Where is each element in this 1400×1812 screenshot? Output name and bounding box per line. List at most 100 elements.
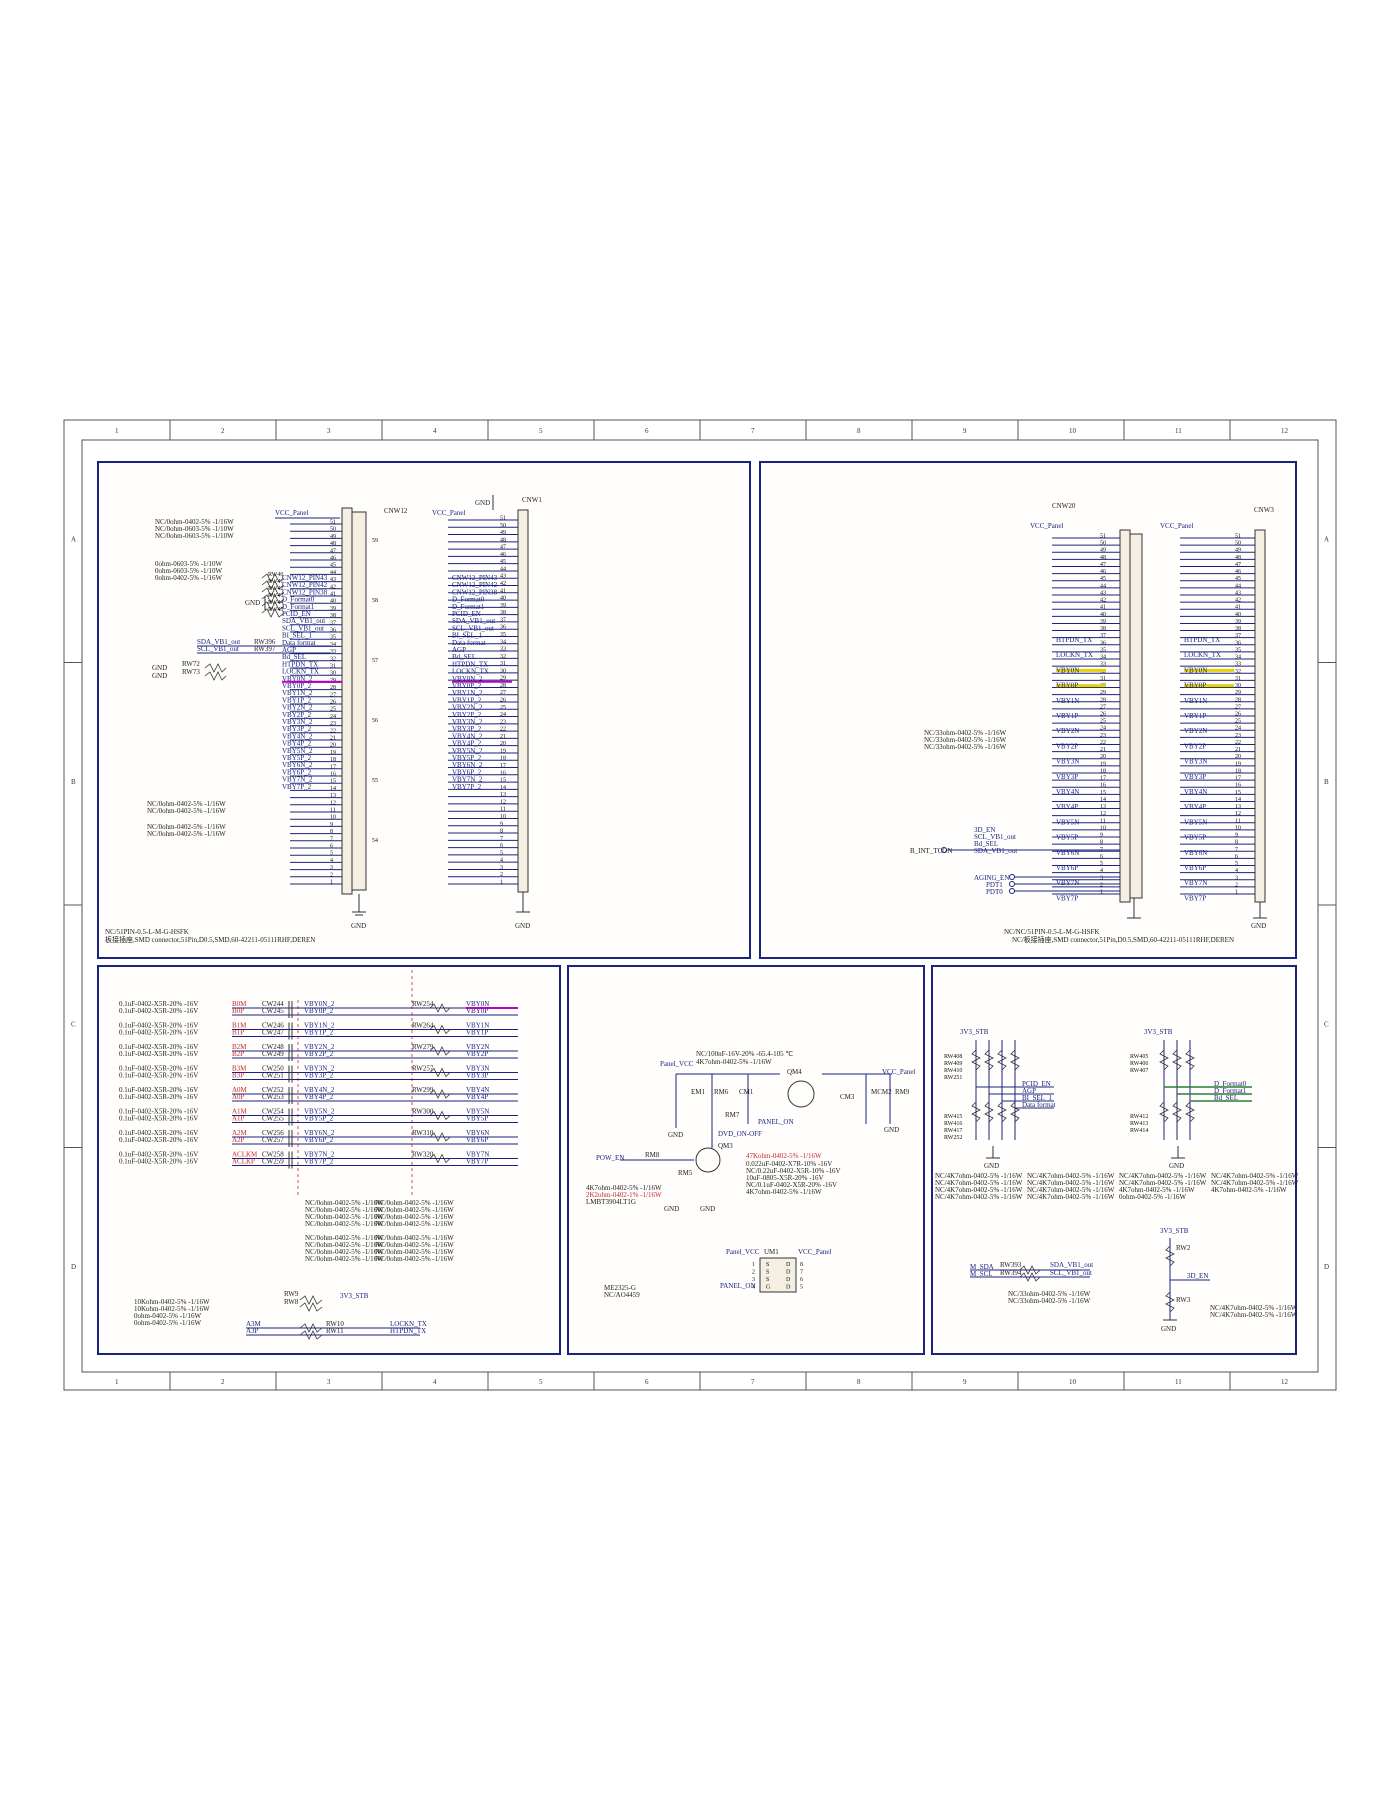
pin-number: 27 [330,692,336,698]
net-label: VBY0P [466,1007,488,1015]
pin-number: 35 [1100,647,1106,653]
pin-number: 16 [1100,783,1106,789]
ref-rw3: RW3 [1176,1296,1191,1304]
note: 0ohm-0603-5% -1/10W [155,560,222,568]
resistor [1172,1049,1182,1071]
ref-rw397: RW397 [254,645,276,653]
pin-number: 30 [330,671,336,677]
net-label: VBY4N [466,1086,489,1094]
net-label: VBY3P [1056,773,1078,781]
net-label: VBY5P [466,1115,488,1123]
pin-number: 46 [1100,569,1106,575]
net-label: HTPDN_TX [1184,636,1220,644]
resistor [429,1153,451,1164]
pin-number: 49 [330,534,336,540]
net-label: VBY7N [1056,879,1079,887]
pin-number: 49 [1100,548,1106,554]
note: NC/4K7ohm-0402-5% -1/16W [1119,1172,1207,1180]
net-label: VBY2N [466,1043,489,1051]
gnd-label: GND [475,499,490,507]
net-sda: SDA_VB1_out [197,638,240,646]
pin-number: 22 [500,727,506,733]
net-label: VBY0N_2 [282,675,313,683]
pin-number: 22 [1100,740,1106,746]
zone-col-label: 8 [857,427,861,435]
pin-number: 31 [330,664,336,670]
part-number: NC/NC/51PIN-0.5-L-M-G-HSFK [1004,928,1099,936]
ref-resistor: RW41 [268,579,283,585]
note: NC/4K7ohm-0402-5% -1/16W [935,1179,1023,1187]
ref-cnw12: CNW12 [384,507,408,515]
pin-number: 25 [1100,719,1106,725]
note: 0.1uF-0402-X5R-20% -16V [119,1115,198,1123]
net-scl: SCL_VB1_out [1050,1269,1092,1277]
block-lvds-connectors-left [97,461,751,959]
pin-number: 47 [1235,562,1241,568]
ref-rm8: RM8 [645,1151,660,1159]
note: NC/0ohm-0402-5% -1/16W [375,1220,454,1228]
net-input: A0M [232,1086,248,1094]
resistor [261,573,285,583]
pin-number: 38 [1235,626,1241,632]
pin-number: 13 [1235,804,1241,810]
net-label: SDA_VB1_out [282,617,325,625]
cnw1-signals: CNW12_PIN43CNW12_PIN42CNW12_PIN38D_Forma… [452,574,512,791]
net-label: CNW12_PIN43 [452,574,498,582]
ref-resistor: RW413 [1130,1121,1148,1127]
note: 4K7ohm-0402-5% -1/16W [586,1184,662,1192]
ref-resistor: RW412 [1130,1114,1148,1120]
pin-number: 40 [500,596,506,602]
pin-number: 44 [330,570,336,576]
note: 10uF-0805-X5R-20% -16V [746,1174,824,1182]
part-description: NC/板接插座,SMD connector,51Pin,D0.5,SMD,60-… [1012,935,1234,944]
net-label: VBY0P_2 [304,1007,334,1015]
pin-number: 27 [1235,704,1241,710]
pin-number: 4 [1235,868,1238,874]
pin-number: 19 [330,750,336,756]
net-scl: SCL_VB1_out [197,645,239,653]
net-label: VBY3N [1056,758,1079,766]
resistor [261,601,285,611]
zone-row-label: D [1324,1263,1329,1271]
ref-rw72: RW72 [182,660,200,668]
note: NC/33ohm-0402-5% -1/16W [924,736,1007,744]
net-label: BI_SEL_1 [452,632,482,640]
pin-number: 20 [330,743,336,749]
net-label: PCID_EN [1022,1080,1051,1088]
pin-number: 42 [500,581,506,587]
net-label: VBY4P [1184,803,1206,811]
net-vcc-panel: VCC_Panel [882,1068,916,1076]
pin-number: 18 [500,756,506,762]
zone-row-label: A [71,535,76,543]
note: NC/0ohm-0402-5% -1/16W [305,1199,384,1207]
pin-number: 41 [1100,605,1106,611]
resistor [429,1110,451,1121]
pin-number: 45 [1235,576,1241,582]
ref-um1: UM1 [764,1248,779,1256]
pin-number: 41 [500,588,506,594]
net-label: VBY5P_2 [282,754,312,762]
net-label: VBY0N [1184,666,1207,674]
ref-resistor: RW254 [412,1000,434,1008]
cnw3-signals: HTPDN_TXLOCKN_TXVBY0NVBY0PVBY1NVBY1PVBY2… [1184,636,1234,902]
zone-col-label: 9 [963,427,967,435]
note: NC/4K7ohm-0402-5% -1/16W [1211,1172,1299,1180]
net-input: B2P [232,1050,244,1058]
pin-number: 49 [1235,548,1241,554]
net-label: VBY3P [1184,773,1206,781]
net-label: D_Format1 [282,603,315,611]
pin-number: 3 [500,865,503,871]
ref-rm7: RM7 [725,1111,740,1119]
pin-number: 51 [330,520,336,526]
zone-col-label: 11 [1175,427,1182,435]
pin-number: 42 [1100,598,1106,604]
pin-number: 17 [500,763,506,769]
pin-number: 48 [1100,555,1106,561]
pin-number: 20 [500,741,506,747]
note-red: 47Kohm-0402-5% -1/16W [746,1152,822,1160]
net-label: VBY2N_2 [452,704,483,712]
note: NC/4K7ohm-0402-5% -1/16W [1210,1311,1298,1319]
pin-number: 47 [330,548,336,554]
part-number: NC/AO4459 [604,1291,640,1299]
